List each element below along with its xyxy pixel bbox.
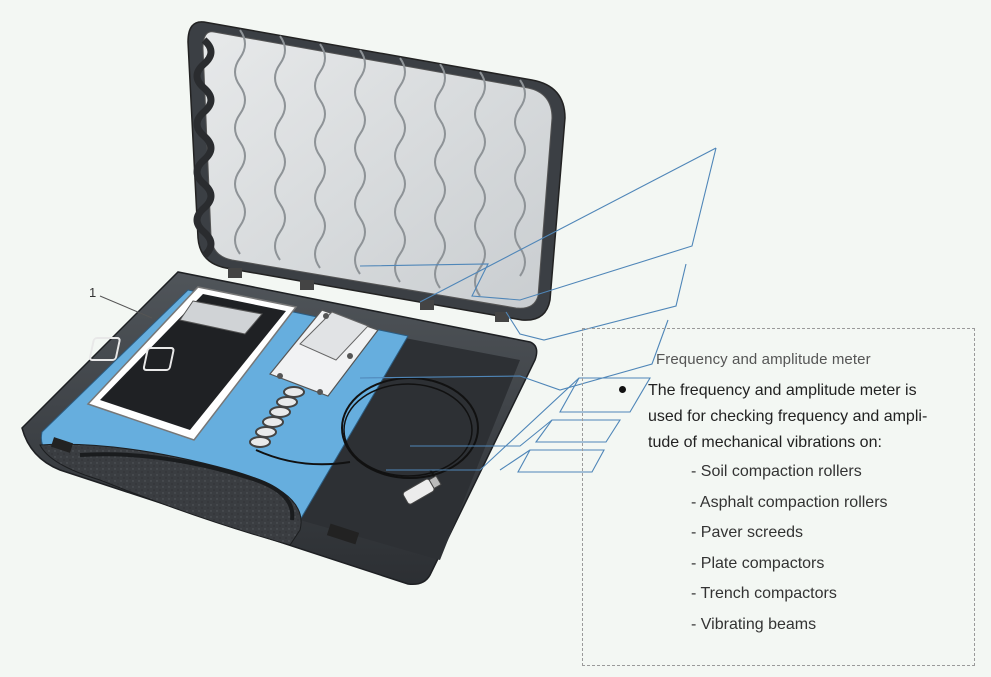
meter-button-left <box>89 337 121 361</box>
meter-button-right <box>142 347 175 371</box>
list-item: - Paver screeds <box>691 524 804 542</box>
cable-connector <box>402 475 442 505</box>
list-item: - Trench compactors <box>691 585 837 603</box>
case-lid <box>187 21 566 322</box>
list-item: - Asphalt compaction rollers <box>691 493 888 511</box>
info-box <box>582 328 975 666</box>
meter-device <box>86 286 298 441</box>
list-item: - Plate compactors <box>691 554 825 572</box>
info-heading: Frequency and amplitude meter <box>656 351 871 368</box>
description-line: tude of mechanical vibrations on: <box>648 434 882 451</box>
bullet-icon <box>619 386 626 393</box>
meter-display <box>179 300 263 335</box>
sensor-spring <box>249 386 305 448</box>
description-line: The frequency and amplitude meter is <box>648 382 917 399</box>
foam-waves <box>234 29 526 297</box>
list-item: - Vibrating beams <box>691 615 817 633</box>
callout-leader <box>99 295 153 319</box>
leader-lines <box>359 147 717 473</box>
info-description: The frequency and amplitude meter is use… <box>648 378 953 456</box>
description-line: used for checking frequency and ampli- <box>648 408 928 425</box>
list-item: - Soil compaction rollers <box>691 463 862 480</box>
sensor-unit <box>249 309 479 505</box>
callout-number: 1 <box>89 285 97 300</box>
applications-list: - Soil compaction rollers - Asphalt comp… <box>691 459 888 643</box>
